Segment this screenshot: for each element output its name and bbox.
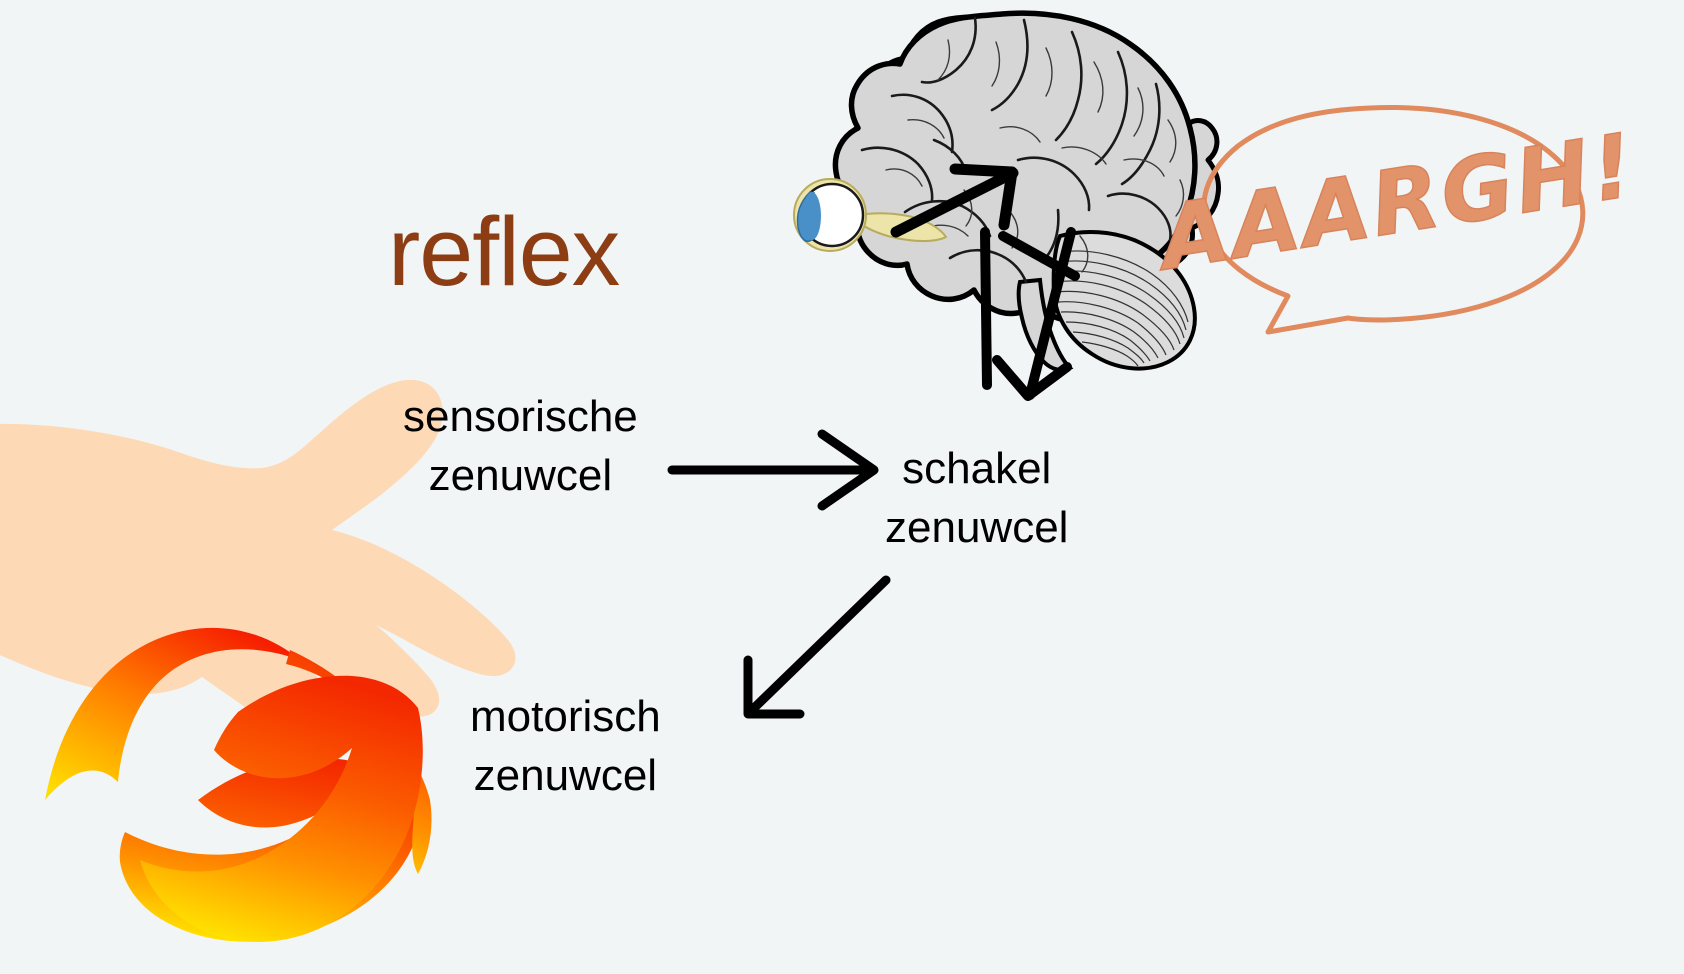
label-motor-line2: zenuwcel bbox=[473, 750, 658, 800]
label-sensorische-zenuwcel: sensorische zenuwcel bbox=[403, 388, 638, 505]
label-motor-line1: motorisch bbox=[470, 692, 661, 741]
label-motorisch-zenuwcel: motorisch zenuwcel bbox=[470, 688, 661, 805]
label-relay-line1: schakel bbox=[902, 444, 1052, 493]
arrow-relay-to-motor bbox=[743, 575, 891, 719]
arrow-sensory-to-relay bbox=[667, 429, 879, 511]
arrow-eye-to-brain bbox=[890, 163, 1019, 238]
speech-bubble-text: AAARGH! bbox=[1147, 113, 1644, 292]
flame-illustration bbox=[45, 627, 432, 942]
arrow-brain-down bbox=[980, 227, 1080, 401]
svg-text:AAARGH!: AAARGH! bbox=[1147, 113, 1642, 291]
label-schakel-zenuwcel: schakel zenuwcel bbox=[885, 440, 1068, 557]
page-title: reflex bbox=[388, 197, 620, 306]
speech-bubble bbox=[1201, 105, 1586, 335]
label-sensory-line2: zenuwcel bbox=[428, 450, 613, 500]
label-sensory-line1: sensorische bbox=[403, 392, 638, 441]
label-relay-line2: zenuwcel bbox=[885, 502, 1069, 552]
